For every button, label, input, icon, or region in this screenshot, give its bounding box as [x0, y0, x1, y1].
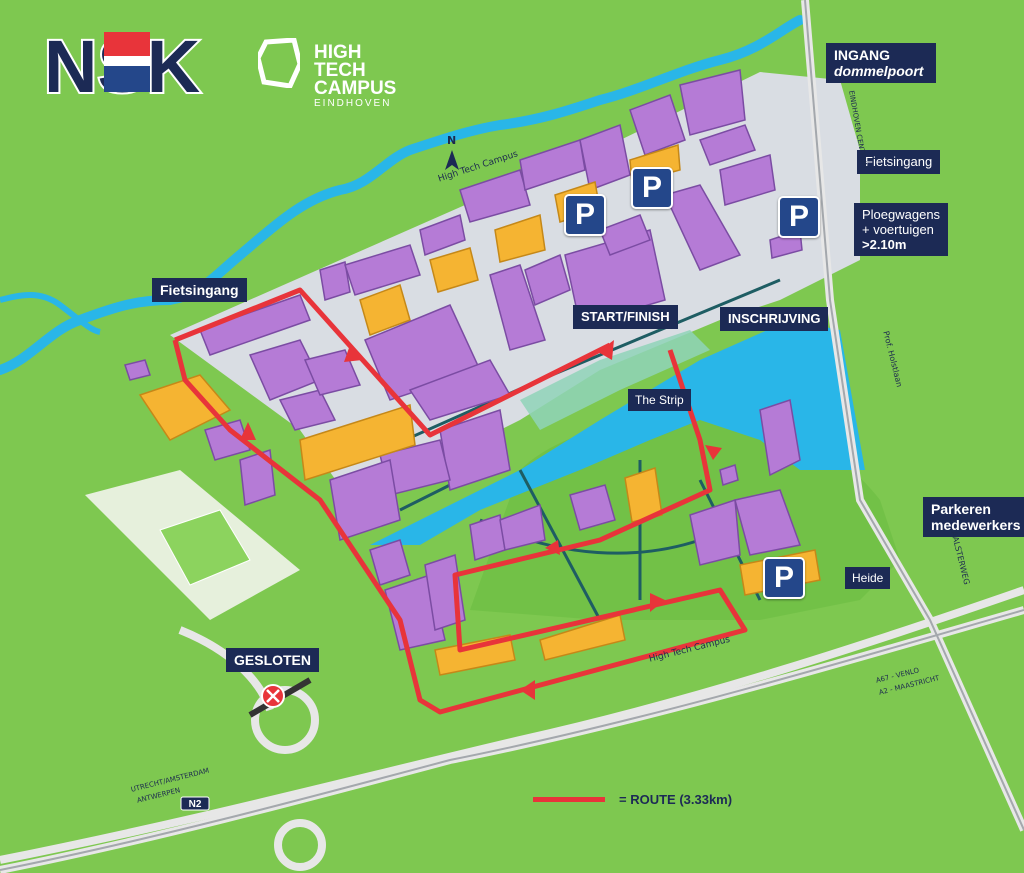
route-legend-text: = ROUTE (3.33km) — [619, 792, 733, 807]
parking-icon: P — [763, 557, 805, 599]
buildings — [124, 69, 803, 651]
ploegwagens-line-1: Ploegwagens — [862, 207, 941, 222]
dommelpoort-text: dommelpoort — [834, 63, 924, 79]
label-the-strip: The Strip — [628, 389, 691, 411]
label-fietsingang-east: Fietsingang — [857, 150, 941, 174]
route-legend-line — [533, 797, 605, 802]
parking-icon: P — [564, 194, 606, 236]
parkeren-line-1: Parkeren — [931, 501, 991, 517]
n2-label: N2 — [189, 799, 202, 810]
label-parkeren-medewerkers: Parkeren medewerkers — [923, 497, 1024, 537]
parking-icon: P — [778, 196, 820, 238]
roundabout-north — [251, 686, 319, 754]
football-field — [159, 509, 251, 586]
river-branch — [0, 292, 101, 335]
closed-cross — [266, 689, 280, 703]
roundabout-south — [274, 819, 326, 871]
label-start-finish: START/FINISH — [573, 305, 678, 329]
route — [172, 287, 748, 715]
label-inschrijving: INSCHRIJVING — [720, 307, 829, 331]
label-ploegwagens: Ploegwagens + voertuigen >2.10m — [854, 203, 949, 256]
htc-line-3: EINDHOVEN — [314, 98, 392, 109]
parking-icon: P — [631, 167, 673, 209]
ingang-text: INGANG — [834, 47, 890, 63]
htc-emblem-icon — [258, 38, 300, 88]
label-gesloten: GESLOTEN — [226, 648, 320, 672]
lake — [370, 320, 865, 545]
label-heide: Heide — [845, 567, 891, 589]
nsk-logo: NSK — [42, 23, 214, 110]
n2-shield — [180, 796, 210, 811]
the-strip — [520, 330, 710, 430]
ploegwagens-line-3: >2.10m — [862, 237, 907, 252]
label-ingang: INGANG dommelpoort — [826, 43, 936, 83]
river — [0, 15, 805, 375]
label-fietsingang-west: Fietsingang — [152, 278, 247, 302]
htc-line-2: CAMPUS — [314, 78, 397, 99]
htc-line-1: HIGH TECH — [314, 42, 366, 81]
route-arrows — [240, 340, 722, 700]
route-legend: = ROUTE (3.33km) — [533, 792, 732, 807]
north-arrow-icon — [445, 150, 459, 170]
parkeren-line-2: medewerkers — [931, 517, 1021, 533]
ploegwagens-line-2: + voertuigen — [862, 222, 934, 237]
north-label: N — [447, 134, 457, 147]
